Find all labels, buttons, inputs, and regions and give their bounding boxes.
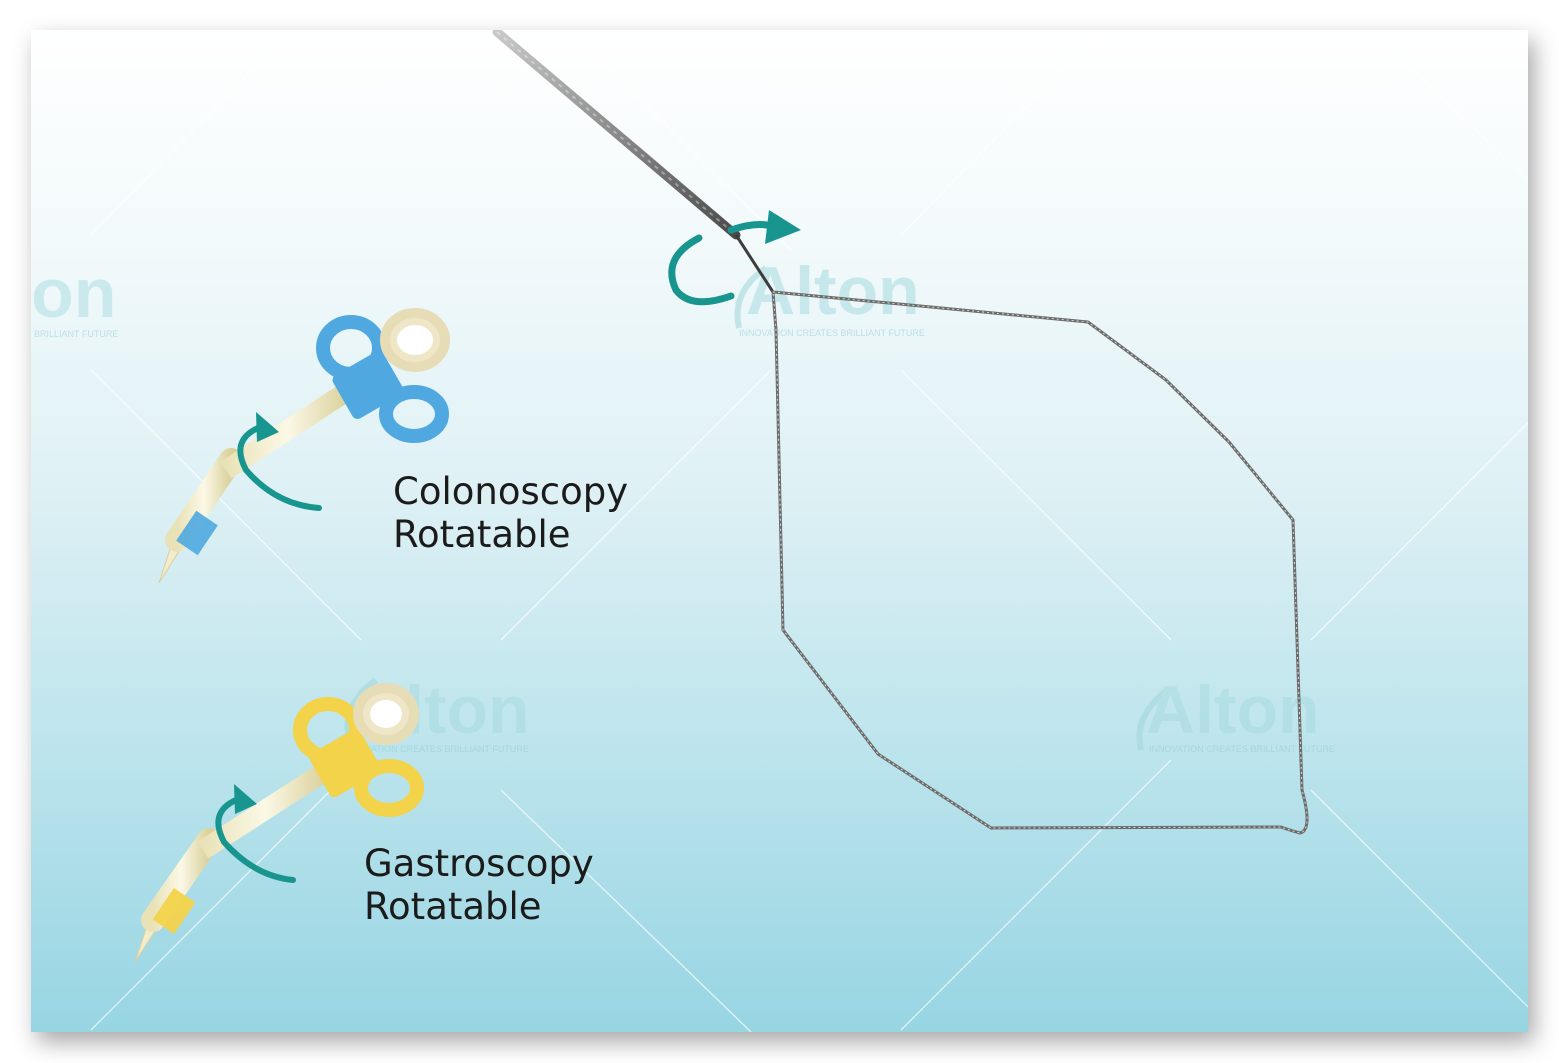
gastroscopy-label-line1: Gastroscopy xyxy=(364,842,594,885)
watermark-brand-text: on xyxy=(31,254,117,332)
colonoscopy-handle xyxy=(158,308,450,584)
gastroscopy-label: Gastroscopy Rotatable xyxy=(364,842,594,928)
snare-loop xyxy=(771,290,1309,835)
watermark-tagline-text: BRILLIANT FUTURE xyxy=(34,329,118,339)
colonoscopy-label-line1: Colonoscopy xyxy=(393,470,629,513)
watermark-brand-text: Alton xyxy=(1146,672,1320,748)
product-illustration: on BRILLIANT FUTURE Alton INNOVATION CRE… xyxy=(31,30,1528,1032)
gastroscopy-label-line2: Rotatable xyxy=(364,885,542,928)
snare-cable xyxy=(492,30,775,293)
rotation-arrow-icon xyxy=(668,210,801,306)
colonoscopy-label: Colonoscopy Rotatable xyxy=(393,470,628,556)
watermark-logo-top: Alton INNOVATION CREATES BRILLIANT FUTUR… xyxy=(734,253,925,338)
watermark-logo-right: Alton INNOVATION CREATES BRILLIANT FUTUR… xyxy=(1136,672,1335,754)
watermark-tagline-text: INNOVATION CREATES BRILLIANT FUTURE xyxy=(739,328,925,338)
watermark-tagline-text: INNOVATION CREATES BRILLIANT FUTURE xyxy=(343,744,529,754)
watermark-logo-left: on BRILLIANT FUTURE xyxy=(31,254,118,339)
rotation-arrow-icon xyxy=(237,423,322,511)
product-card: on BRILLIANT FUTURE Alton INNOVATION CRE… xyxy=(31,30,1528,1032)
colonoscopy-label-line2: Rotatable xyxy=(393,513,571,556)
gastroscopy-handle xyxy=(134,683,424,963)
watermark-lines xyxy=(90,30,1528,1032)
watermark-tagline-text: INNOVATION CREATES BRILLIANT FUTURE xyxy=(1149,744,1335,754)
rotation-arrow-icon xyxy=(215,795,296,883)
